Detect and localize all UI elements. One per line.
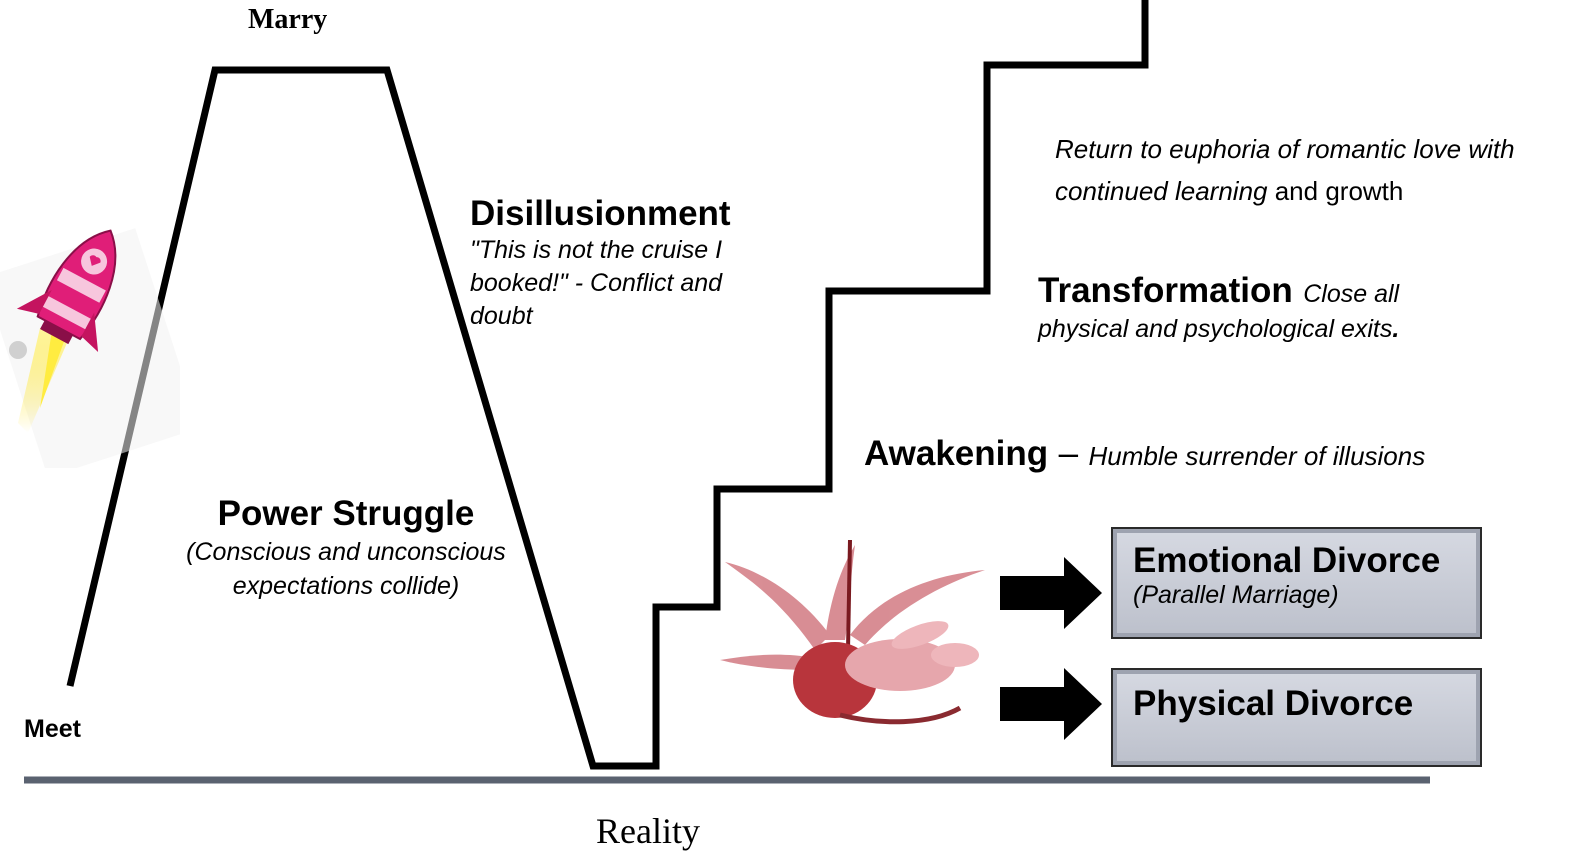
power-struggle-subtitle-line-2: expectations collide) <box>232 572 460 600</box>
transformation-description-line-1: Close all <box>1303 280 1400 308</box>
power-struggle-subtitle-line-1: (Conscious and unconscious <box>186 538 506 566</box>
power-struggle-title: Power Struggle <box>217 494 475 533</box>
return-euphoria-block: Return to euphoria of romantic love with… <box>1055 128 1515 212</box>
disillusionment-block: Disillusionment "This is not the cruise … <box>470 194 731 333</box>
transformation-title: Transformation <box>1038 271 1293 310</box>
disillusionment-quote-line-1: "This is not the cruise I <box>470 236 723 264</box>
disillusionment-title: Disillusionment <box>470 194 731 233</box>
return-line-1: Return to euphoria of romantic love with <box>1055 134 1515 164</box>
disillusionment-quote-line-3: doubt <box>470 302 533 330</box>
fallen-cupid-icon <box>720 540 985 725</box>
right-arrow-icon <box>1000 557 1102 629</box>
awakening-dash: – <box>1058 434 1079 473</box>
right-arrow-icon <box>1000 668 1102 740</box>
power-struggle-block: Power Struggle (Conscious and unconsciou… <box>160 493 532 603</box>
transformation-period: . <box>1392 315 1400 343</box>
marry-label: Marry <box>248 4 328 35</box>
meet-label: Meet <box>24 715 81 743</box>
physical-divorce-title: Physical Divorce <box>1133 684 1414 723</box>
rocket-icon <box>0 228 180 468</box>
awakening-block: Awakening – Humble surrender of illusion… <box>864 434 1425 474</box>
disillusionment-quote-line-2: booked!" - Conflict and <box>470 269 723 297</box>
transformation-description-line-2: physical and psychological exits <box>1038 315 1393 343</box>
awakening-description: Humble surrender of illusions <box>1088 441 1426 471</box>
emotional-divorce-box: Emotional Divorce (Parallel Marriage) <box>1111 527 1482 639</box>
emotional-divorce-subtitle: (Parallel Marriage) <box>1133 581 1339 609</box>
awakening-title: Awakening <box>864 434 1049 473</box>
return-line-2-italic: continued learning <box>1055 176 1268 206</box>
physical-divorce-box: Physical Divorce <box>1111 668 1482 767</box>
transformation-block: Transformation Close all physical and ps… <box>1038 271 1399 344</box>
reality-label: Reality <box>596 811 700 851</box>
return-line-2-plain: and growth <box>1267 176 1404 206</box>
emotional-divorce-title: Emotional Divorce <box>1133 541 1441 580</box>
